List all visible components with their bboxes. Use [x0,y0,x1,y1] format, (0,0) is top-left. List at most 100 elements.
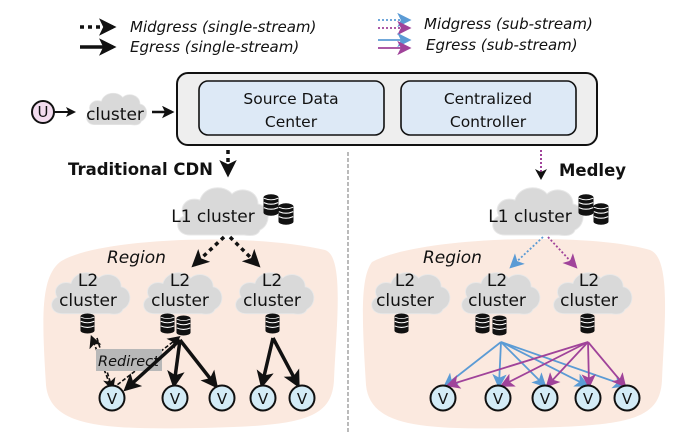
l2-cluster-left-c: L2 cluster [235,271,315,334]
l1-to-l2b-midgress-arrow [191,235,226,268]
svg-text:V: V [540,390,551,408]
l2-right-a-db-icon [394,313,409,334]
viewer-node: V [484,384,512,412]
l1-cluster-right: L1 cluster [488,187,609,237]
egress-l2c-to-v4 [256,337,275,389]
l2-left-a-line1: L2 [78,271,98,291]
legend-midgress-sub-label: Midgress (sub-stream) [424,15,593,33]
egress-purple-to-v1 [445,341,589,389]
controller-to-l1-arrowhead [535,169,547,180]
egress-purple-to-v5 [587,341,627,388]
l1-right-db-icon-2 [593,203,609,225]
user-node: U [31,100,55,124]
viewer-node: V [98,384,126,412]
l2-left-a-db-icon [80,313,95,334]
l2-left-b-db-icon-2 [176,315,191,336]
traditional-cdn-title: Traditional CDN [68,160,213,179]
medley-title: Medley [559,161,626,180]
redirect-label: Redirect [98,354,160,370]
viewers-right: V V V V V [429,384,641,412]
viewer-node: V [531,384,559,412]
medley-section: Medley Region L1 cluster L2 cluster L2 c… [362,150,666,429]
egress-blue-to-v2 [492,341,507,389]
l1-cluster-left-label: L1 cluster [171,207,255,227]
egress-blue-to-v3 [500,341,547,388]
egress-blue-to-v5 [500,341,628,389]
l2-left-c-db-icon [265,313,280,334]
legend-single-stream: Midgress (single-stream) Egress (single-… [80,18,316,56]
l2-left-a-line2: cluster [59,291,117,311]
l2-left-c-line1: L2 [262,271,282,291]
egress-sub-purple [445,341,627,389]
viewer-node: V [613,384,641,412]
egress-purple-to-v4 [581,341,596,389]
l2-left-b-line2: cluster [151,291,209,311]
l2-cluster-right-c: L2 cluster [553,271,633,334]
viewer-node: V [429,384,457,412]
egress-sub-blue [443,341,628,389]
legend-egress-single-label: Egress (single-stream) [130,38,299,56]
l2-cluster-right-a: L2 cluster [371,271,451,334]
ingest-cluster-label: cluster [86,105,144,125]
l1-cluster-left: L1 cluster [171,187,294,237]
l1-left-db-icon-1 [263,194,279,216]
l2-right-c-line1: L2 [579,271,599,291]
l2-left-b-line1: L2 [170,271,190,291]
centralized-controller: Centralized Controller [400,80,577,136]
traditional-cdn-section: Traditional CDN Region L1 cluster L2 clu… [43,150,338,429]
viewer-node: V [208,384,236,412]
svg-text:V: V [170,390,181,408]
svg-text:V: V [217,390,228,408]
svg-text:V: V [583,390,594,408]
legend-midgress-single-label: Midgress (single-stream) [130,18,316,36]
egress-l2b-to-v3 [178,338,219,389]
viewer-node: V [288,384,316,412]
svg-text:V: V [493,390,504,408]
l1-cluster-right-label: L1 cluster [488,207,572,227]
egress-l2c-to-v5 [271,337,300,389]
egress-blue-to-v4 [500,341,590,387]
l1-to-l2c-midgress-arrow [228,235,261,268]
l1-left-db-icon-2 [278,203,294,225]
l2-right-b-line1: L2 [487,271,507,291]
l2-left-b-db-icon-1 [160,313,175,334]
viewers-left: V V V V V [98,384,316,412]
l1-to-l2b-sub-midgress-arrow [509,236,544,269]
l2-right-b-db-icon-2 [492,315,507,336]
l2-right-b-line2: cluster [468,291,526,311]
controller-line2: Controller [450,113,527,131]
controller-line1: Centralized [444,90,532,108]
origin-box: Source Data Center Centralized Controlle… [176,72,598,146]
svg-text:V: V [297,390,308,408]
viewer-node: V [249,384,277,412]
region-right-label: Region [423,248,482,268]
legend-sub-stream: Midgress (sub-stream) Egress (sub-stream… [378,12,593,56]
viewer-node: V [161,384,189,412]
legend-egress-sub-label: Egress (sub-stream) [426,36,578,54]
egress-l2b-to-v2 [167,339,185,389]
egress-purple-to-v2 [499,341,589,387]
l2-right-b-db-icon-1 [475,313,490,334]
l2-right-c-line2: cluster [560,291,618,311]
redirect-label-bg [96,349,162,371]
l2-left-c-line2: cluster [243,291,301,311]
l2-cluster-left-b: L2 cluster [143,271,223,336]
viewer-node: V [574,384,602,412]
svg-text:V: V [258,390,269,408]
egress-l2b-to-v1 [123,338,182,392]
l2-right-a-line1: L2 [395,271,415,291]
ingest-cluster: cluster [86,92,148,126]
svg-text:V: V [622,390,633,408]
l1-right-db-icon-1 [578,194,594,216]
egress-purple-to-v3 [545,341,589,388]
region-left-label: Region [107,248,166,268]
source-dc-line2: Center [265,113,318,131]
l1-to-l2c-sub-midgress-arrow [547,236,578,269]
l2-cluster-right-b: L2 cluster [461,271,541,336]
l2-right-a-line2: cluster [376,291,434,311]
l2-cluster-left-a: L2 cluster [51,271,131,334]
source-dc-line1: Source Data [243,90,338,108]
l2-right-c-db-icon [580,313,595,334]
svg-text:V: V [107,390,118,408]
